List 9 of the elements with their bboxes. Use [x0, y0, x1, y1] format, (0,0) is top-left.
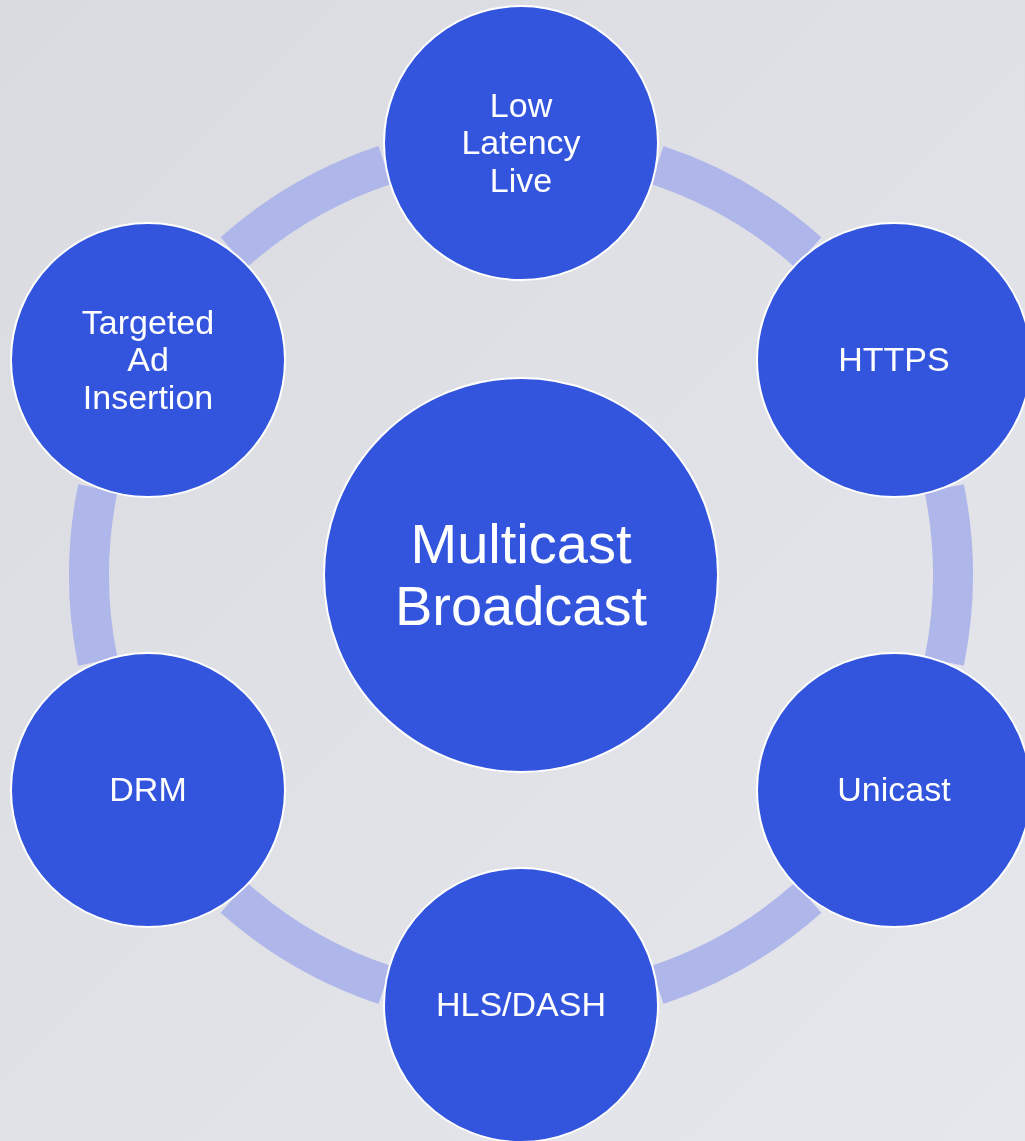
node-label: Multicast Broadcast — [393, 513, 649, 637]
node-label: HLS/DASH — [435, 986, 607, 1024]
ring-connector — [69, 485, 118, 665]
node-label: Unicast — [837, 771, 951, 809]
node-label: Targeted Ad Insertion — [80, 303, 216, 417]
ring-connector — [924, 485, 973, 665]
node-label: Low Latency Live — [460, 86, 582, 200]
node-label: HTTPS — [838, 341, 950, 379]
node-label: DRM — [109, 771, 187, 809]
